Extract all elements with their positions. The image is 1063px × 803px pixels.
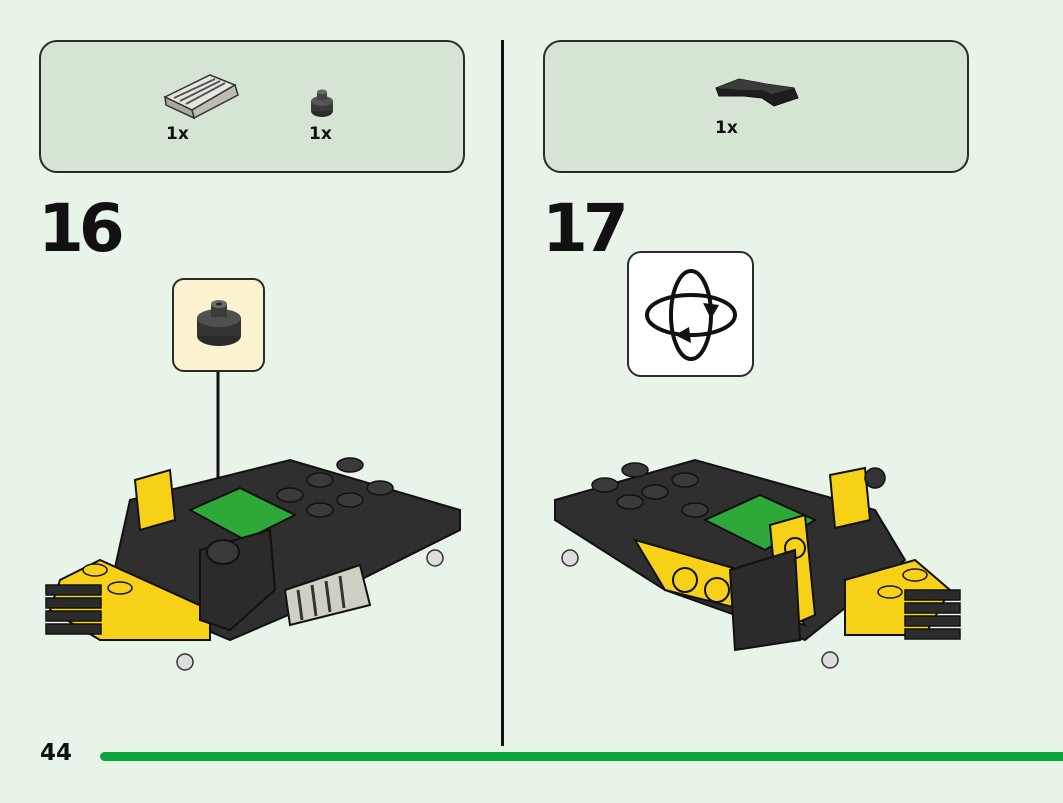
step-number-17: 17 xyxy=(542,190,629,267)
model-step-17 xyxy=(554,458,961,669)
round-plate-icon xyxy=(311,89,333,117)
grille-slope-brick-icon xyxy=(163,74,239,120)
parts-box-step-16 xyxy=(39,40,465,173)
rotate-icon xyxy=(645,269,737,361)
rotate-model-box xyxy=(627,251,754,377)
model-step-16 xyxy=(45,457,461,671)
part-callout xyxy=(172,278,265,372)
progress-bar xyxy=(100,752,1063,761)
step-divider xyxy=(501,40,504,746)
part-qty: 1x xyxy=(715,118,738,138)
part-qty: 1x xyxy=(309,124,332,144)
part-qty: 1x xyxy=(166,124,189,144)
step-number-16: 16 xyxy=(38,190,125,267)
round-plate-icon xyxy=(197,300,241,346)
angled-plate-icon xyxy=(715,78,799,107)
parts-box-step-17 xyxy=(543,40,969,173)
page-number: 44 xyxy=(40,740,73,766)
